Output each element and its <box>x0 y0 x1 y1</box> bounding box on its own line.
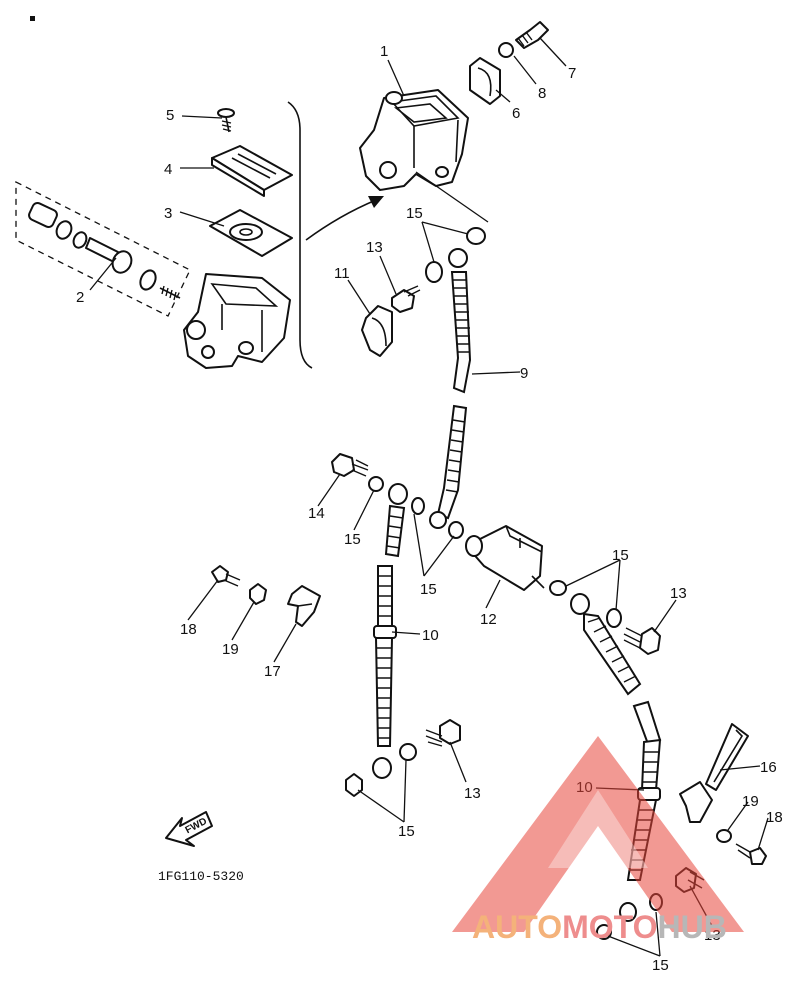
part-13-bolt-lower-left <box>425 719 461 747</box>
part-17-clamp <box>287 585 321 627</box>
part-2-kit-box <box>15 180 191 317</box>
watermark-auto: AUTO <box>472 909 562 945</box>
label-16: 16 <box>760 759 777 776</box>
label-15-right: 15 <box>612 547 629 564</box>
part-19-nut-left <box>249 583 267 605</box>
label-15-bottom: 15 <box>652 957 669 974</box>
part-8-washer <box>498 42 514 58</box>
watermark-hub: HUB <box>657 909 726 945</box>
label-14: 14 <box>308 505 325 522</box>
part-5-screw <box>217 108 235 133</box>
diagram-code: 1FG110-5320 <box>158 869 244 884</box>
part-2-piston-kit <box>28 201 181 301</box>
label-10-left: 10 <box>422 627 439 644</box>
label-7: 7 <box>568 65 576 82</box>
part-1-master-cylinder <box>359 89 469 191</box>
part-15-washer-right-b <box>606 608 622 628</box>
fwd-arrow: FWD <box>165 811 213 847</box>
part-15-washer-top-b <box>466 227 486 245</box>
part-15-washer-top-a <box>425 261 443 283</box>
part-10-hose-left <box>372 483 408 779</box>
watermark-triangle <box>452 736 744 932</box>
part-15-washer-lower-a <box>399 743 417 761</box>
label-15-top: 15 <box>406 205 423 222</box>
label-17: 17 <box>264 663 281 680</box>
label-8: 8 <box>538 85 546 102</box>
label-2: 2 <box>76 289 84 306</box>
label-13-right: 13 <box>670 585 687 602</box>
part-7-bolt <box>515 21 549 49</box>
part-4-reservoir-cap <box>211 145 293 197</box>
label-18-left: 18 <box>180 621 197 638</box>
label-13-top: 13 <box>366 239 383 256</box>
label-15-mid: 15 <box>420 581 437 598</box>
label-15-lower: 15 <box>398 823 415 840</box>
label-13-lower-left: 13 <box>464 785 481 802</box>
part-13-bolt-top <box>391 285 421 313</box>
detail-bracket <box>287 101 313 369</box>
part-9-hose-lower <box>429 404 468 529</box>
watermark-moto: MOTO <box>562 909 657 945</box>
label-11: 11 <box>334 265 350 282</box>
part-9-hose-top <box>448 248 472 394</box>
part-16-bracket <box>679 723 749 823</box>
label-5: 5 <box>166 107 174 124</box>
part-12-joint <box>465 525 545 591</box>
part-18-bolt-right <box>735 843 767 865</box>
part-11-cover <box>361 305 393 357</box>
part-15-washer-mid-b <box>411 497 425 515</box>
part-13-bolt-right <box>623 627 661 655</box>
part-15-washer-bottom-a <box>596 924 612 940</box>
label-9: 9 <box>520 365 528 382</box>
part-15-washer-mid-c <box>448 521 464 539</box>
label-12: 12 <box>480 611 497 628</box>
part-15-washer-lower-b <box>345 773 363 797</box>
part-19-nut-right <box>716 829 732 843</box>
part-14-bolt <box>331 453 369 477</box>
part-15-washer-right-a <box>549 580 567 596</box>
label-15-mid-left: 15 <box>344 531 361 548</box>
watermark-logo: AUTOMOTOHUB <box>452 736 744 945</box>
watermark-text: AUTOMOTOHUB <box>472 909 727 945</box>
watermark-triangle-inner <box>548 790 648 868</box>
label-19-right: 19 <box>742 793 759 810</box>
label-6: 6 <box>512 105 520 122</box>
guide-line-1 <box>415 171 489 223</box>
part-3-diaphragm <box>209 209 293 257</box>
label-1: 1 <box>380 43 388 60</box>
part-15-washer-mid-a <box>368 476 384 492</box>
label-19-left: 19 <box>222 641 239 658</box>
master-cylinder-body-detail <box>183 273 291 369</box>
detail-arrow-line <box>305 199 377 241</box>
label-18-right: 18 <box>766 809 783 826</box>
corner-mark <box>30 16 35 21</box>
label-4: 4 <box>164 161 172 178</box>
part-6-clamp <box>469 57 501 105</box>
label-3: 3 <box>164 205 172 222</box>
detail-arrow-head <box>368 196 384 208</box>
